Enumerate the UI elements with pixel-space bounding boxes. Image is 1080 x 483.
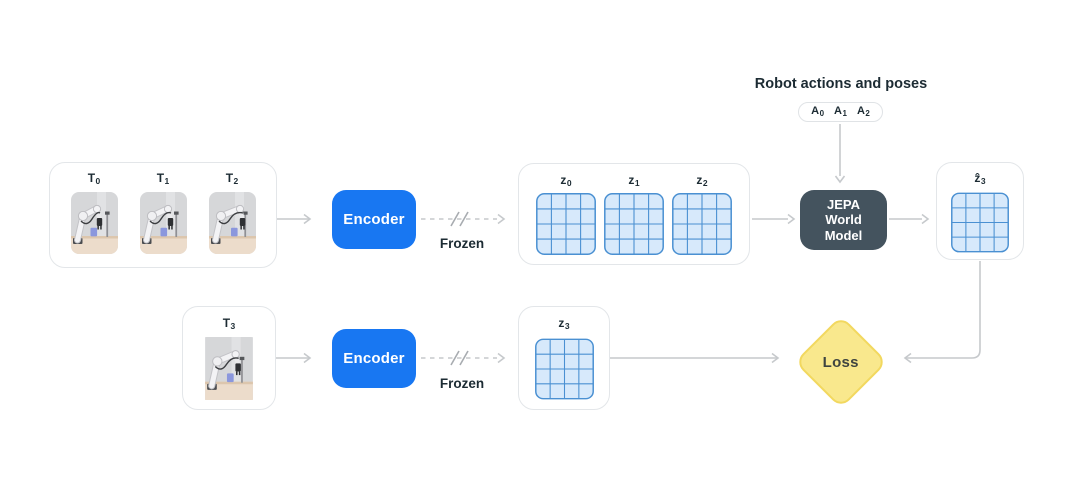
action-label: A2 [856,104,870,118]
jepa-world-model-block: JEPA World Model [800,190,887,250]
robot-frame-image [139,192,187,254]
input-frames-box: T0 T1 [49,162,277,268]
encoder-block-bottom: Encoder [332,329,416,388]
predicted-latent-box: ẑ3 [936,162,1024,260]
latent-label: z3 [558,316,570,331]
encoder-block-top: Encoder [332,190,416,249]
actions-title: Robot actions and poses [754,76,928,92]
frozen-label-bottom: Frozen [439,376,485,391]
latent-grid [951,192,1009,253]
latent-grid [604,193,664,255]
robot-frame-image [208,192,256,254]
latent-z0: z0 [536,172,596,255]
robot-frame-image [199,337,259,400]
target-frame-box: T3 [182,306,276,410]
action-label: A0 [811,104,825,118]
frame-label: T3 [222,316,236,331]
latent-z2: z2 [672,172,732,255]
latent-label: z2 [696,173,708,188]
target-latent-box: z3 [518,306,610,410]
latent-grid [672,193,732,255]
frame-label: T1 [156,171,170,186]
arrow-predicted-to-loss [905,261,981,359]
latent-z1: z1 [604,172,664,255]
encoder-label: Encoder [343,211,405,228]
encoder-label: Encoder [343,350,405,367]
action-label: A1 [834,104,847,118]
frozen-label-top: Frozen [439,236,485,251]
latent-grid [536,193,596,255]
latent-grid [534,338,594,400]
frame-t3: T3 [199,315,259,400]
latents-box: z0 z1 z2 [518,163,750,265]
latent-label: z0 [560,173,572,188]
loss-label: Loss [822,353,860,371]
predicted-latent: ẑ3 [951,170,1009,253]
actions-pill: A0 A1 A2 [798,102,883,122]
frame-label: T0 [87,171,101,186]
frame-t0: T0 [70,170,118,254]
robot-frame-image [70,192,118,254]
latent-z3: z3 [534,315,594,401]
latent-label: z1 [628,173,640,188]
frame-t1: T1 [139,170,187,254]
loss-diamond: Loss [794,315,888,409]
predicted-latent-label: ẑ3 [974,171,986,186]
frame-t2: T2 [208,170,256,254]
frame-label: T2 [225,171,239,186]
